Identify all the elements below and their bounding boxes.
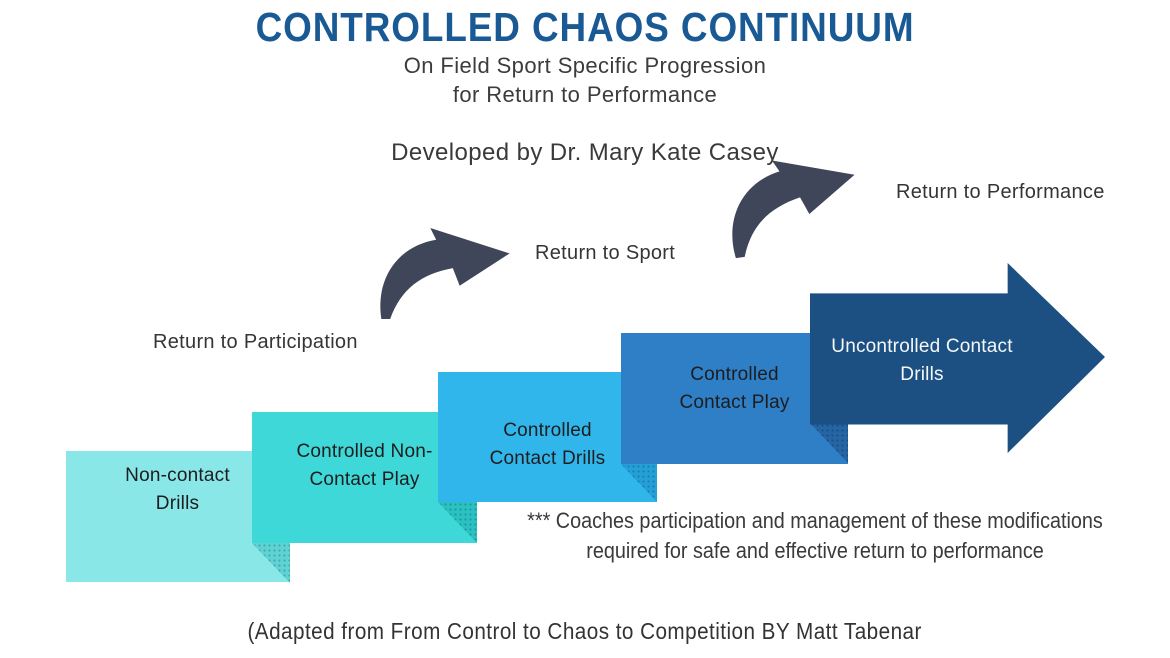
milestone-return-to-sport: Return to Sport [535, 242, 676, 264]
step-label: Controlled Contact Play [679, 364, 790, 413]
step-label: Controlled Non- Contact Play [296, 441, 433, 490]
developed-by-credit: Developed by Dr. Mary Kate Casey [391, 139, 779, 166]
footnote-line-2: required for safe and effective return t… [586, 538, 1044, 563]
attribution-text: (Adapted from From Control to Chaos to C… [247, 618, 923, 644]
milestone-return-to-performance: Return to Performance [896, 181, 1105, 203]
footnote-line-1: *** Coaches participation and management… [527, 508, 1103, 533]
subtitle: On Field Sport Specific Progression for … [0, 51, 1170, 109]
step-label: Uncontrolled Contact Drills [831, 336, 1013, 385]
curved-arrow-icon [380, 227, 510, 320]
step-label: Controlled Contact Drills [489, 420, 606, 469]
step-controlled-contact-drills [438, 372, 657, 502]
milestone-return-to-participation: Return to Participation [153, 331, 358, 353]
page-title: CONTROLLED CHAOS CONTINUUM [255, 4, 915, 50]
subtitle-line-2: for Return to Performance [452, 82, 718, 107]
subtitle-line-1: On Field Sport Specific Progression [403, 53, 767, 78]
header: CONTROLLED CHAOS CONTINUUM [0, 4, 1170, 51]
step-non-contact-drills [66, 451, 289, 582]
curved-arrow-icon [732, 160, 855, 259]
coaches-footnote: *** Coaches participation and management… [485, 506, 1146, 566]
step-label: Non-contact Drills [125, 465, 230, 514]
attribution: (Adapted from From Control to Chaos to C… [0, 618, 1170, 645]
